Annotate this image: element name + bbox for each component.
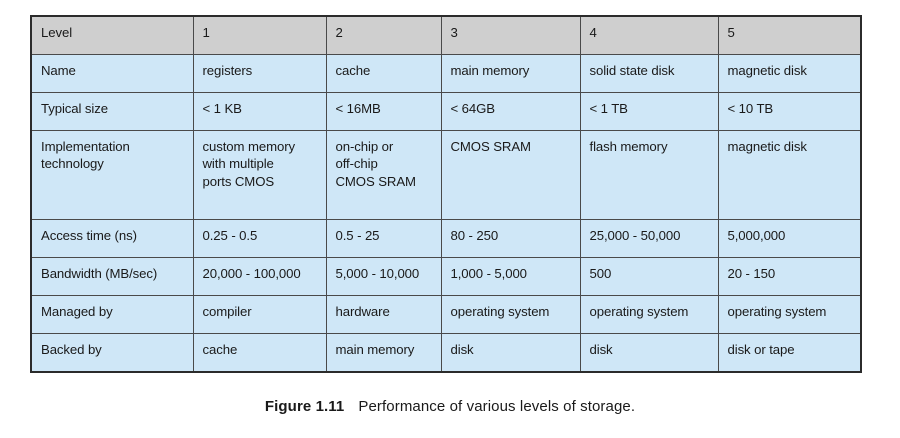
header-cell-3: 3	[440, 15, 581, 55]
cell-access-time-3: 80 - 250	[440, 219, 581, 258]
storage-table-container: Level 1 2 3 4 5 Name registers cache mai…	[30, 15, 862, 373]
cell-access-time-4: 25,000 - 50,000	[579, 219, 719, 258]
table-row: Backed by cache main memory disk disk di…	[30, 333, 862, 373]
header-cell-1: 1	[192, 15, 327, 55]
row-label-name: Name	[30, 54, 194, 93]
cell-backed-by-1: cache	[192, 333, 327, 373]
row-label-implementation-technology: Implementation technology	[30, 130, 194, 220]
cell-backed-by-2: main memory	[325, 333, 442, 373]
header-cell-level: Level	[30, 15, 194, 55]
cell-bandwidth-3: 1,000 - 5,000	[440, 257, 581, 296]
cell-name-1: registers	[192, 54, 327, 93]
table-row: Access time (ns) 0.25 - 0.5 0.5 - 25 80 …	[30, 219, 862, 258]
cell-implementation-technology-2: on-chip or off-chip CMOS SRAM	[325, 130, 442, 220]
cell-bandwidth-5: 20 - 150	[717, 257, 862, 296]
cell-implementation-technology-3: CMOS SRAM	[440, 130, 581, 220]
table-row: Name registers cache main memory solid s…	[30, 54, 862, 93]
cell-managed-by-3: operating system	[440, 295, 581, 334]
figure-caption-text: Performance of various levels of storage…	[358, 398, 636, 415]
cell-implementation-technology-4: flash memory	[579, 130, 719, 220]
figure-label: Figure 1.11	[264, 398, 345, 415]
cell-access-time-5: 5,000,000	[717, 219, 862, 258]
cell-backed-by-3: disk	[440, 333, 581, 373]
cell-typical-size-5: < 10 TB	[717, 92, 862, 131]
row-label-managed-by: Managed by	[30, 295, 194, 334]
figure-caption: Figure 1.11 Performance of various levels…	[0, 398, 900, 415]
cell-implementation-technology-5: magnetic disk	[717, 130, 862, 220]
cell-implementation-technology-1: custom memory with multiple ports CMOS	[192, 130, 327, 220]
cell-access-time-2: 0.5 - 25	[325, 219, 442, 258]
cell-bandwidth-2: 5,000 - 10,000	[325, 257, 442, 296]
cell-name-3: main memory	[440, 54, 581, 93]
row-label-bandwidth: Bandwidth (MB/sec)	[30, 257, 194, 296]
cell-managed-by-1: compiler	[192, 295, 327, 334]
header-cell-4: 4	[579, 15, 719, 55]
table-row: Implementation technology custom memory …	[30, 130, 862, 220]
row-label-backed-by: Backed by	[30, 333, 194, 373]
cell-managed-by-2: hardware	[325, 295, 442, 334]
cell-typical-size-1: < 1 KB	[192, 92, 327, 131]
cell-backed-by-5: disk or tape	[717, 333, 862, 373]
table-row: Typical size < 1 KB < 16MB < 64GB < 1 TB…	[30, 92, 862, 131]
cell-typical-size-4: < 1 TB	[579, 92, 719, 131]
row-label-typical-size: Typical size	[30, 92, 194, 131]
table-row: Bandwidth (MB/sec) 20,000 - 100,000 5,00…	[30, 257, 862, 296]
cell-managed-by-5: operating system	[717, 295, 862, 334]
header-cell-2: 2	[325, 15, 442, 55]
cell-name-5: magnetic disk	[717, 54, 862, 93]
cell-typical-size-3: < 64GB	[440, 92, 581, 131]
cell-managed-by-4: operating system	[579, 295, 719, 334]
header-cell-5: 5	[717, 15, 862, 55]
cell-bandwidth-4: 500	[579, 257, 719, 296]
cell-name-2: cache	[325, 54, 442, 93]
cell-backed-by-4: disk	[579, 333, 719, 373]
storage-performance-table: Level 1 2 3 4 5 Name registers cache mai…	[30, 15, 862, 373]
table-row: Managed by compiler hardware operating s…	[30, 295, 862, 334]
cell-access-time-1: 0.25 - 0.5	[192, 219, 327, 258]
table-header-row: Level 1 2 3 4 5	[30, 15, 862, 55]
cell-typical-size-2: < 16MB	[325, 92, 442, 131]
row-label-access-time: Access time (ns)	[30, 219, 194, 258]
cell-name-4: solid state disk	[579, 54, 719, 93]
cell-bandwidth-1: 20,000 - 100,000	[192, 257, 327, 296]
